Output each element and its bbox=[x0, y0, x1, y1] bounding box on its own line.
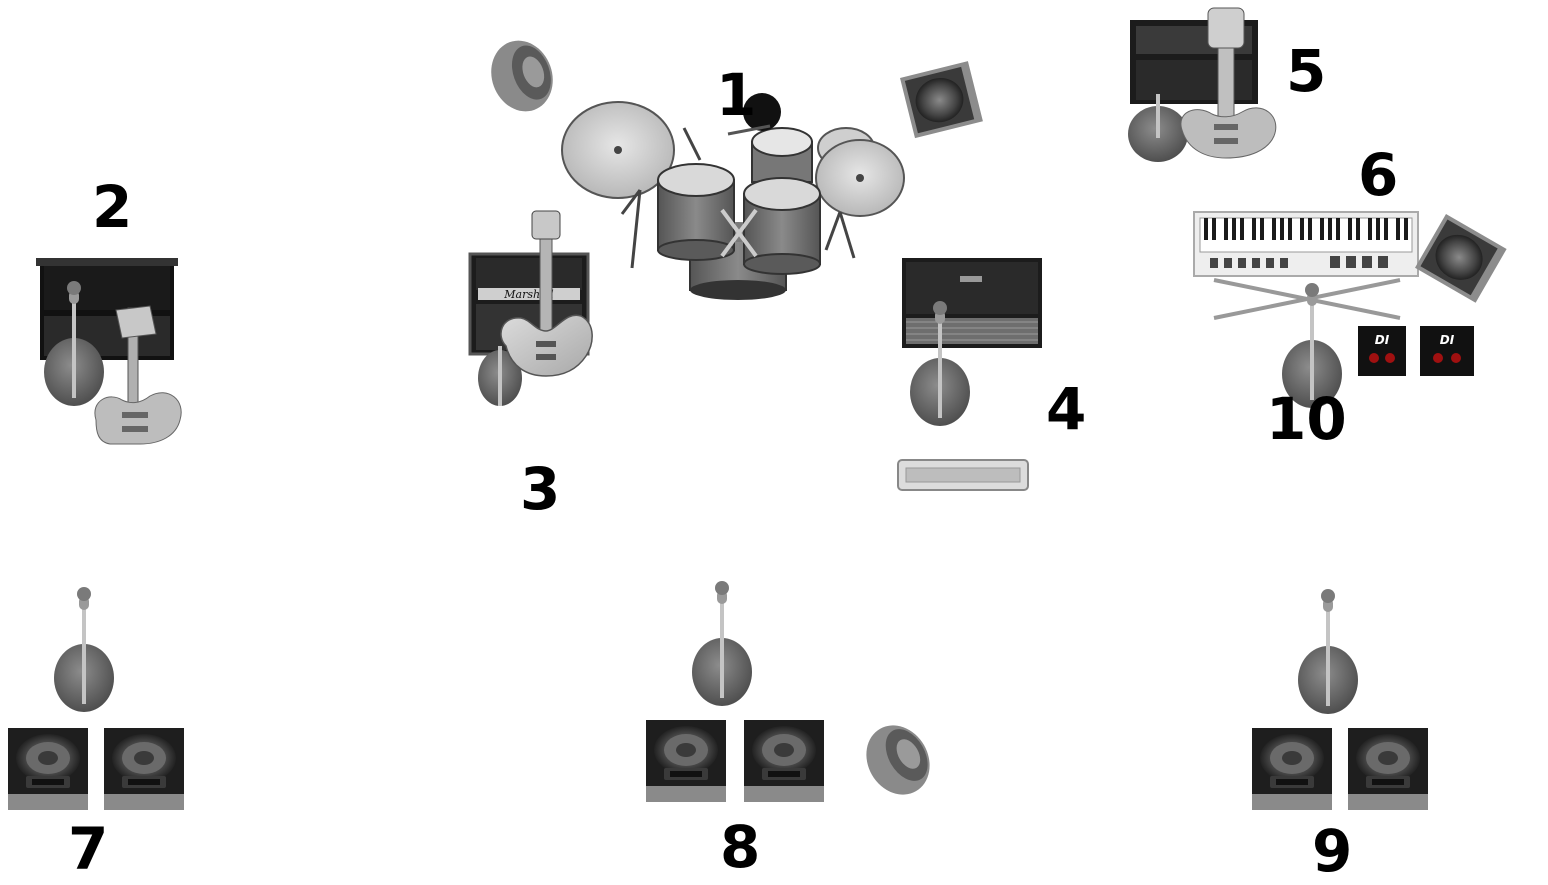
vocal-station-right bbox=[1252, 589, 1428, 810]
vocal-station-left bbox=[8, 587, 184, 810]
keyboard-rig: DI DI bbox=[1193, 211, 1507, 408]
bass-guitar bbox=[94, 305, 182, 445]
drum-mic-icon bbox=[743, 93, 781, 131]
snare-drum bbox=[751, 127, 813, 183]
wedge-8b bbox=[744, 720, 824, 802]
wedge-9a bbox=[1252, 728, 1332, 810]
position-label-7: 7 bbox=[68, 815, 109, 883]
keyboard-controls bbox=[1210, 256, 1388, 268]
position-label-2: 2 bbox=[92, 173, 133, 241]
mic-stand-9 bbox=[1298, 589, 1358, 714]
wedge-7a bbox=[8, 728, 88, 810]
harmonica bbox=[897, 459, 1029, 491]
keyboard-keys bbox=[1204, 218, 1408, 240]
wedge-8a bbox=[646, 720, 726, 802]
position-label-5: 5 bbox=[1286, 37, 1327, 105]
mic-stand-8 bbox=[692, 581, 752, 706]
wedge-9b bbox=[1348, 728, 1428, 810]
position-label-9: 9 bbox=[1312, 817, 1353, 885]
rack-tom-right bbox=[743, 177, 821, 275]
position-label-3: 3 bbox=[520, 455, 561, 523]
guitar-rig-right bbox=[897, 258, 1042, 491]
electric-guitar-top-right bbox=[1180, 7, 1277, 159]
di-box-right: DI bbox=[1420, 326, 1474, 376]
position-label-6: 6 bbox=[1358, 141, 1399, 209]
mic-stand-7 bbox=[54, 587, 114, 712]
drum-stands bbox=[620, 127, 856, 269]
position-label-8: 8 bbox=[720, 813, 761, 881]
bass-rig bbox=[36, 258, 182, 445]
vocal-station-center bbox=[646, 581, 930, 802]
di-box-label: DI bbox=[1440, 333, 1455, 347]
side-fill-speaker-drums bbox=[900, 61, 983, 139]
drum-kit bbox=[491, 40, 983, 300]
wedge-7b bbox=[104, 728, 184, 810]
position-label-4: 4 bbox=[1046, 375, 1087, 443]
guitar-rig-top-right bbox=[1128, 7, 1277, 162]
di-box-label: DI bbox=[1375, 333, 1390, 347]
position-label-1: 1 bbox=[716, 61, 757, 129]
position-label-10: 10 bbox=[1266, 385, 1347, 453]
side-fill-speaker-keys bbox=[1415, 214, 1507, 303]
floor-speaker-top-left bbox=[491, 40, 553, 112]
floor-speaker-bottom bbox=[866, 725, 930, 795]
di-box-left: DI bbox=[1358, 326, 1406, 376]
guitar-rig-left: Marshall bbox=[468, 210, 593, 406]
